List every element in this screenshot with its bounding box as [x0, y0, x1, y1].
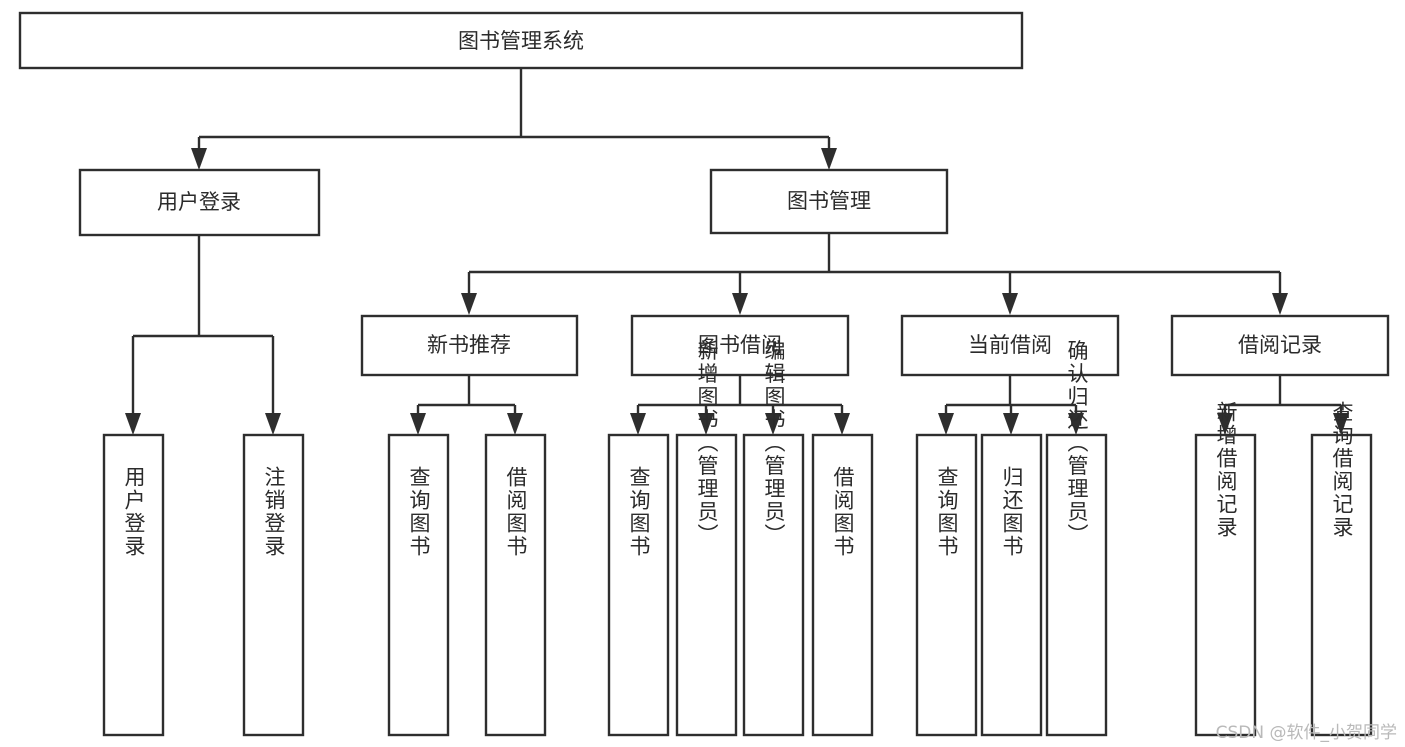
node-borrow-record[interactable]: 借阅记录	[1170, 314, 1390, 377]
leaf-bb-query-book-label: 查询图书	[627, 466, 651, 558]
node-book-borrow-label: 图书借阅	[698, 333, 782, 357]
leaf-node[interactable]: 查询图书	[915, 433, 978, 737]
node-root-label: 图书管理系统	[458, 29, 584, 53]
node-root[interactable]: 图书管理系统	[18, 11, 1024, 70]
node-user-login-label: 用户登录	[157, 190, 241, 214]
leaf-bb-borrow-book-box[interactable]	[811, 433, 874, 737]
arrow-head-book-manage	[821, 148, 837, 170]
leaf-user-login-label: 用户登录	[122, 466, 146, 558]
leaf-cb-return-book-label: 归还图书	[1000, 466, 1024, 558]
arrow-head-user-login	[191, 148, 207, 170]
node-borrow-record-label: 借阅记录	[1238, 333, 1322, 357]
leaf-br-add-record-label: 新增借阅记录	[1214, 401, 1238, 539]
leaf-cb-return-book-box[interactable]	[980, 433, 1043, 737]
leaf-cb-confirm-return-box[interactable]	[1045, 433, 1108, 737]
leaf-bb-add-book-box[interactable]	[675, 433, 738, 737]
leaf-node[interactable]: 查询图书	[607, 433, 670, 737]
leaf-bb-borrow-book-label: 借阅图书	[831, 466, 855, 558]
node-new-book-recommend-box[interactable]	[360, 314, 579, 377]
leaf-node[interactable]: 用户登录	[102, 433, 165, 737]
connector-layer	[125, 68, 1349, 435]
arrow-head-new-book	[461, 293, 477, 315]
node-current-borrow-label: 当前借阅	[968, 333, 1052, 357]
node-book-manage-box[interactable]	[709, 168, 949, 235]
leaf-node[interactable]: 查询图书	[387, 433, 450, 737]
leaf-br-query-record-label: 查询借阅记录	[1330, 401, 1354, 539]
node-new-book-recommend-label: 新书推荐	[427, 333, 511, 357]
leaf-node[interactable]: 新增借阅记录	[1194, 401, 1257, 737]
leaf-node[interactable]: 编辑图书（管理员）	[742, 340, 805, 737]
arrow-head-bb-leaf-3	[765, 413, 781, 435]
arrow-head-nb-leaf-1	[410, 413, 426, 435]
arrow-head-cb-leaf-3	[1068, 413, 1084, 435]
leaf-node[interactable]: 查询借阅记录	[1310, 401, 1373, 737]
leaf-nb-query-book-label: 查询图书	[407, 466, 431, 558]
node-current-borrow[interactable]: 当前借阅	[900, 314, 1120, 377]
arrow-head-bb-leaf-2	[698, 413, 714, 435]
node-new-book-recommend[interactable]: 新书推荐	[360, 314, 579, 377]
arrow-head-book-borrow	[732, 293, 748, 315]
node-book-manage[interactable]: 图书管理	[709, 168, 949, 235]
leaf-logout-label: 注销登录	[262, 466, 286, 558]
leaf-cb-confirm-return-label: 确认归还（管理员）	[1065, 340, 1089, 547]
leaf-node[interactable]: 注销登录	[242, 433, 305, 737]
arrow-head-br-leaf-2	[1333, 413, 1349, 435]
leaf-br-query-record-box[interactable]	[1310, 433, 1373, 737]
leaf-node[interactable]: 新增图书（管理员）	[675, 340, 738, 737]
node-user-login-box[interactable]	[78, 168, 321, 237]
leaf-node[interactable]: 归还图书	[980, 433, 1043, 737]
leaf-cb-query-book-label: 查询图书	[935, 466, 959, 558]
arrow-head-current-borrow	[1002, 293, 1018, 315]
leaf-node[interactable]: 借阅图书	[811, 433, 874, 737]
leaf-nb-borrow-book-label: 借阅图书	[504, 466, 528, 558]
arrow-head-bb-leaf-4	[834, 413, 850, 435]
leaf-bb-add-book-label: 新增图书（管理员）	[695, 340, 719, 547]
leaf-nb-borrow-book-box[interactable]	[484, 433, 547, 737]
leaf-bb-edit-book-label: 编辑图书（管理员）	[762, 340, 786, 547]
arrow-head-nb-leaf-2	[507, 413, 523, 435]
node-current-borrow-box[interactable]	[900, 314, 1120, 377]
node-book-manage-label: 图书管理	[787, 189, 871, 213]
arrow-head-br-leaf-1	[1217, 413, 1233, 435]
arrow-head-bb-leaf-1	[630, 413, 646, 435]
leaf-cb-query-book-box[interactable]	[915, 433, 978, 737]
node-root-box[interactable]	[18, 11, 1024, 70]
node-book-borrow-box[interactable]	[630, 314, 850, 377]
node-user-login[interactable]: 用户登录	[78, 168, 321, 237]
node-book-borrow[interactable]: 图书借阅	[630, 314, 850, 377]
leaf-nb-query-book-box[interactable]	[387, 433, 450, 737]
arrow-head-leaf-logout	[265, 413, 281, 435]
node-borrow-record-box[interactable]	[1170, 314, 1390, 377]
arrow-head-borrow-record	[1272, 293, 1288, 315]
leaf-node[interactable]: 确认归还（管理员）	[1045, 340, 1108, 737]
arrow-head-cb-leaf-2	[1003, 413, 1019, 435]
leaf-br-add-record-box[interactable]	[1194, 433, 1257, 737]
arrow-head-cb-leaf-1	[938, 413, 954, 435]
leaf-node[interactable]: 借阅图书	[484, 433, 547, 737]
leaf-user-login-box[interactable]	[102, 433, 165, 737]
leaf-logout-box[interactable]	[242, 433, 305, 737]
leaf-bb-query-book-box[interactable]	[607, 433, 670, 737]
leaf-bb-edit-book-box[interactable]	[742, 433, 805, 737]
arrow-head-leaf-user-login	[125, 413, 141, 435]
